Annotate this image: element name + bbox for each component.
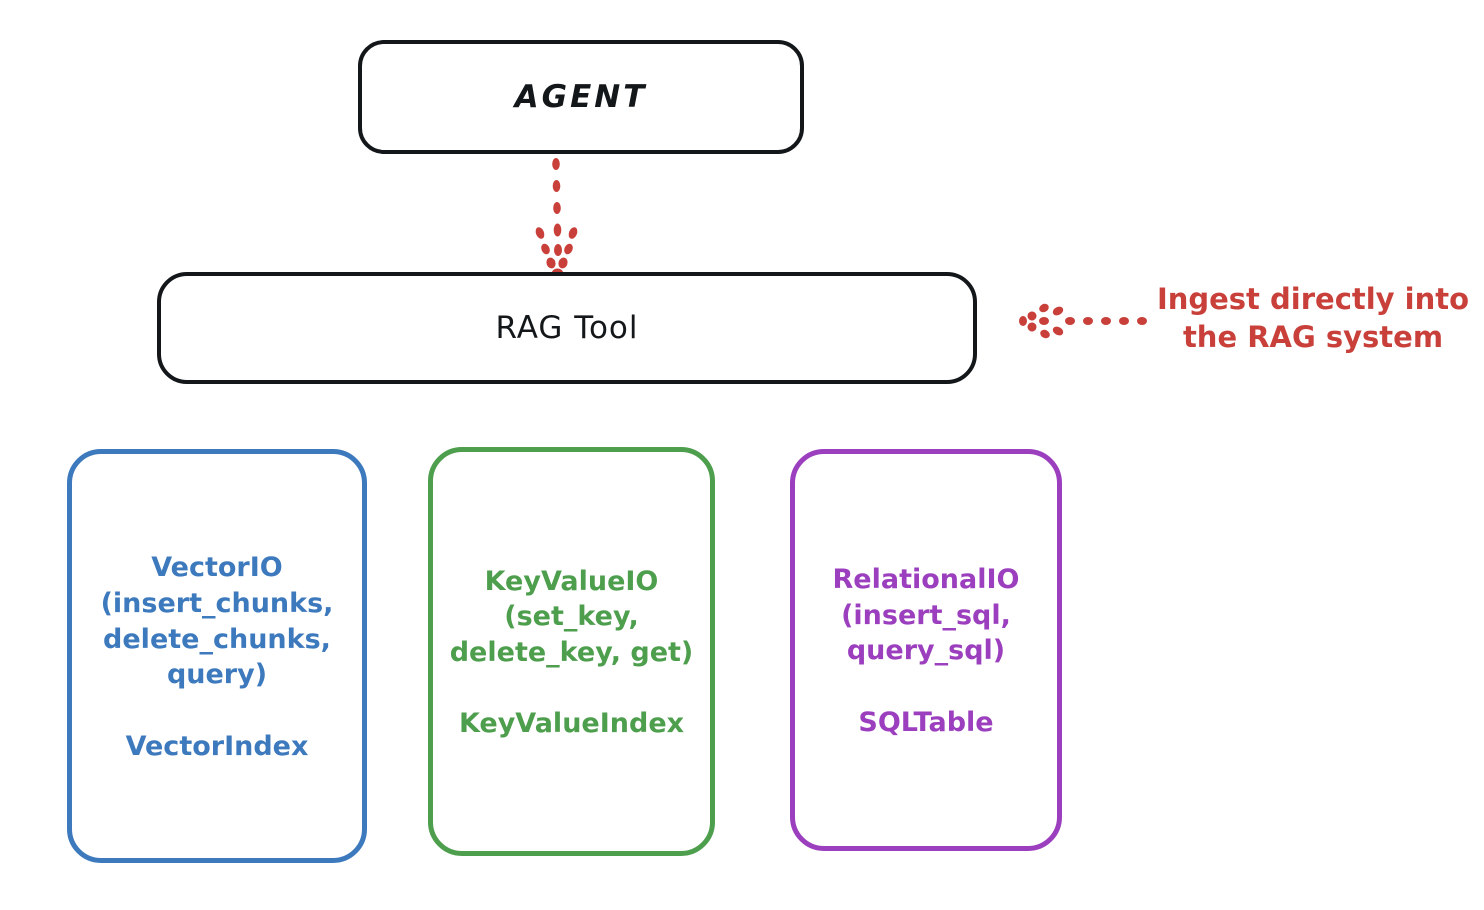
node-agent[interactable]: AGENT: [358, 40, 804, 154]
node-vector-io[interactable]: VectorIO (insert_chunks, delete_chunks, …: [67, 449, 367, 863]
node-relational-io-title: RelationalIO (insert_sql, query_sql): [832, 564, 1020, 667]
node-relational-io[interactable]: RelationalIO (insert_sql, query_sql) SQL…: [790, 449, 1062, 851]
connector-ingest-to-rag-tool-icon: [1019, 303, 1147, 339]
node-vector-io-subtitle: VectorIndex: [125, 730, 309, 762]
node-agent-label: AGENT: [514, 79, 648, 115]
node-rag-tool-label: RAG Tool: [495, 310, 639, 346]
connector-agent-to-rag-tool-icon: [535, 158, 578, 280]
node-key-value-io-title: KeyValueIO (set_key, delete_key, get): [449, 565, 694, 668]
node-vector-io-title: VectorIO (insert_chunks, delete_chunks, …: [100, 552, 334, 691]
node-key-value-io-subtitle: KeyValueIndex: [458, 708, 685, 740]
node-relational-io-subtitle: SQLTable: [858, 706, 994, 738]
node-key-value-io[interactable]: KeyValueIO (set_key, delete_key, get) Ke…: [428, 447, 715, 856]
node-rag-tool[interactable]: RAG Tool: [157, 272, 977, 384]
annotation-ingest-directly: Ingest directly into the RAG system: [1156, 282, 1470, 355]
